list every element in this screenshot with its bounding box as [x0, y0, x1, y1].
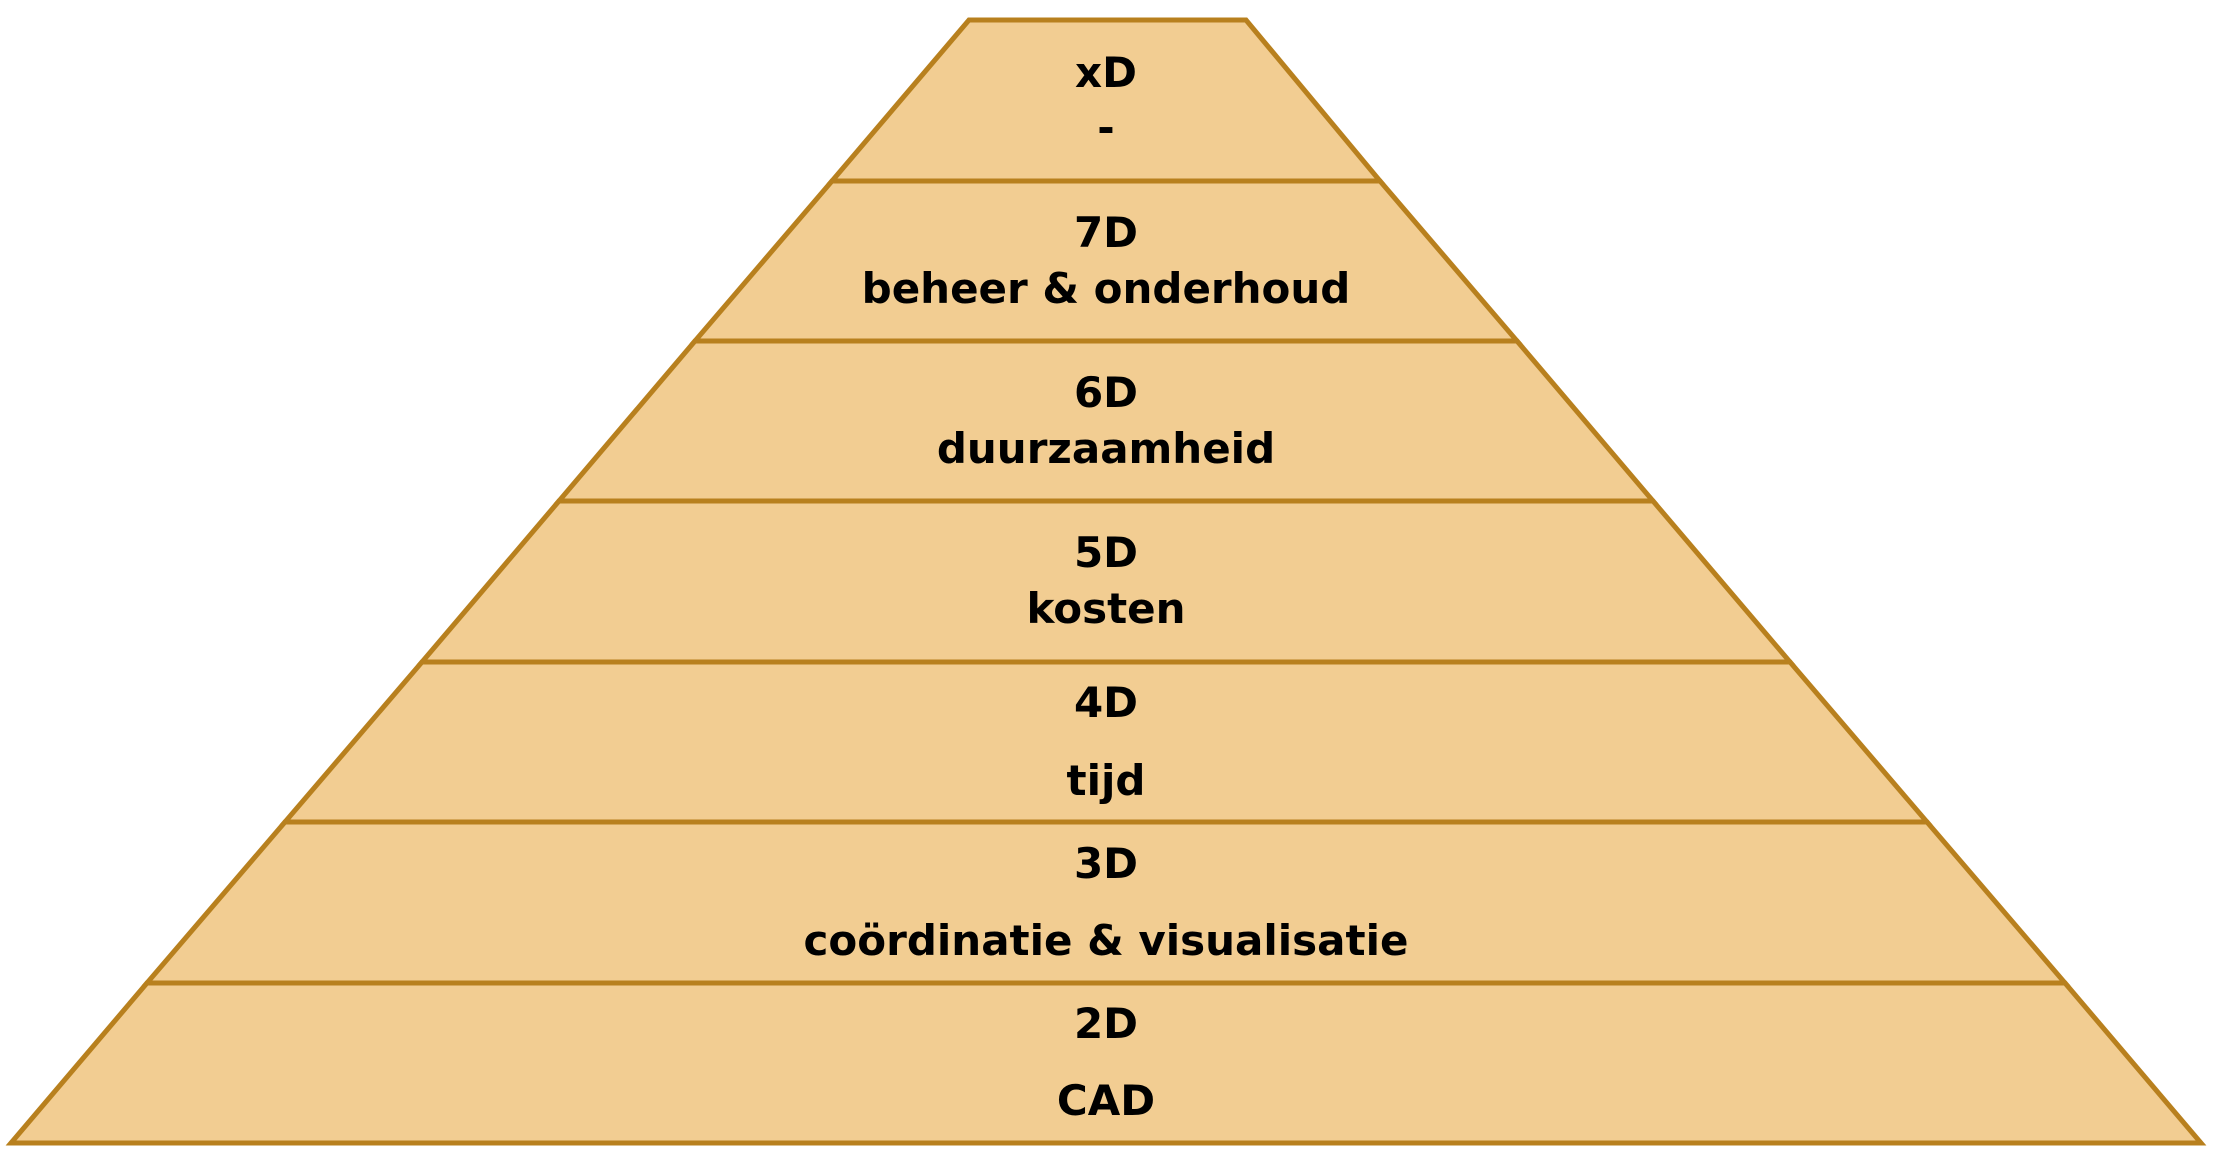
pyramid-level-xd-shape [826, 17, 1386, 184]
pyramid-level-xd-description: - [1097, 103, 1114, 152]
pyramid-level-4d-description: tijd [1067, 756, 1146, 805]
pyramid-level-2d-dimension: 2D [1074, 999, 1138, 1048]
pyramid-level-5d-description: kosten [1026, 584, 1185, 633]
pyramid-level-xd-dimension: xD [1075, 48, 1137, 97]
pyramid-level-5d: 5D kosten [416, 498, 1796, 665]
pyramid-level-5d-dimension: 5D [1074, 528, 1138, 577]
pyramid-level-3d: 3D coördinatie & visualisatie [141, 819, 2071, 986]
pyramid-level-7d: 7D beheer & onderhoud [689, 178, 1523, 344]
pyramid-level-2d: 2D CAD [5, 980, 2207, 1146]
pyramid-level-4d: 4D tijd [279, 659, 1933, 825]
pyramid-level-2d-shape [5, 980, 2207, 1146]
pyramid-level-7d-shape [689, 178, 1523, 344]
pyramid-level-6d-description: duurzaamheid [937, 424, 1275, 473]
pyramid-level-7d-dimension: 7D [1074, 208, 1138, 257]
pyramid-level-2d-description: CAD [1057, 1076, 1155, 1125]
pyramid-level-6d: 6D duurzaamheid [553, 338, 1659, 504]
pyramid-level-4d-dimension: 4D [1074, 678, 1138, 727]
pyramid-level-5d-shape [416, 498, 1796, 665]
pyramid-level-3d-dimension: 3D [1074, 839, 1138, 888]
pyramid-level-6d-shape [553, 338, 1659, 504]
pyramid-level-3d-description: coördinatie & visualisatie [804, 916, 1409, 965]
pyramid-level-xd: xD - [826, 17, 1386, 184]
pyramid-level-6d-dimension: 6D [1074, 368, 1138, 417]
pyramid-level-7d-description: beheer & onderhoud [862, 264, 1351, 313]
